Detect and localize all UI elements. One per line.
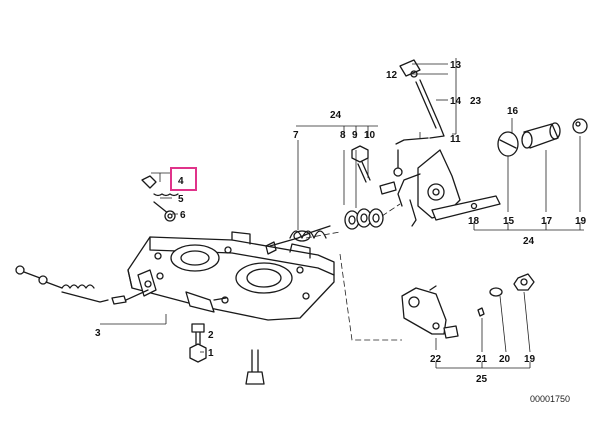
- label-12: 12: [386, 70, 398, 81]
- label-17: 17: [541, 216, 553, 227]
- label-14: 14: [450, 96, 462, 107]
- diagram-reference-number: 00001750: [530, 394, 570, 404]
- screw-10: [351, 145, 371, 183]
- label-18: 18: [468, 216, 480, 227]
- lower-small-parts: [477, 273, 535, 317]
- label-3: 3: [95, 328, 101, 339]
- label-10: 10: [364, 130, 376, 141]
- lower-lever-assembly: [401, 285, 459, 339]
- label-9: 9: [352, 130, 358, 141]
- throttle-cable: [15, 265, 149, 305]
- label-15: 15: [503, 216, 515, 227]
- label-23: 23: [470, 96, 482, 107]
- label-22: 22: [430, 354, 442, 365]
- label-11: 11: [450, 134, 461, 145]
- label-5: 5: [178, 194, 184, 205]
- washers-8-9-10: [344, 208, 384, 230]
- label-21: 21: [476, 354, 488, 365]
- screw-4-5-6: [141, 175, 179, 222]
- bolt-1-nut-2: [189, 323, 265, 385]
- label-2: 2: [208, 330, 214, 341]
- label-16: 16: [507, 106, 519, 117]
- label-19-bottom: 19: [524, 354, 536, 365]
- label-1: 1: [208, 348, 214, 359]
- label-6: 6: [180, 210, 186, 221]
- label-24-bottom: 24: [523, 236, 535, 247]
- bushing-and-cap: [497, 118, 588, 157]
- label-19-top: 19: [575, 216, 587, 227]
- label-24-top: 24: [330, 110, 342, 121]
- label-25: 25: [476, 374, 488, 385]
- label-13: 13: [450, 60, 462, 71]
- label-4: 4: [178, 176, 184, 187]
- linkage-rod: [395, 59, 445, 145]
- label-7: 7: [293, 130, 299, 141]
- throttle-shaft-assembly: [265, 225, 331, 255]
- leader-lines: [100, 58, 584, 369]
- highlight-box-part-4: [170, 167, 197, 191]
- throttle-body-plate: [127, 231, 335, 321]
- throttle-lever-assembly: [379, 149, 501, 227]
- label-8: 8: [340, 130, 346, 141]
- label-20: 20: [499, 354, 511, 365]
